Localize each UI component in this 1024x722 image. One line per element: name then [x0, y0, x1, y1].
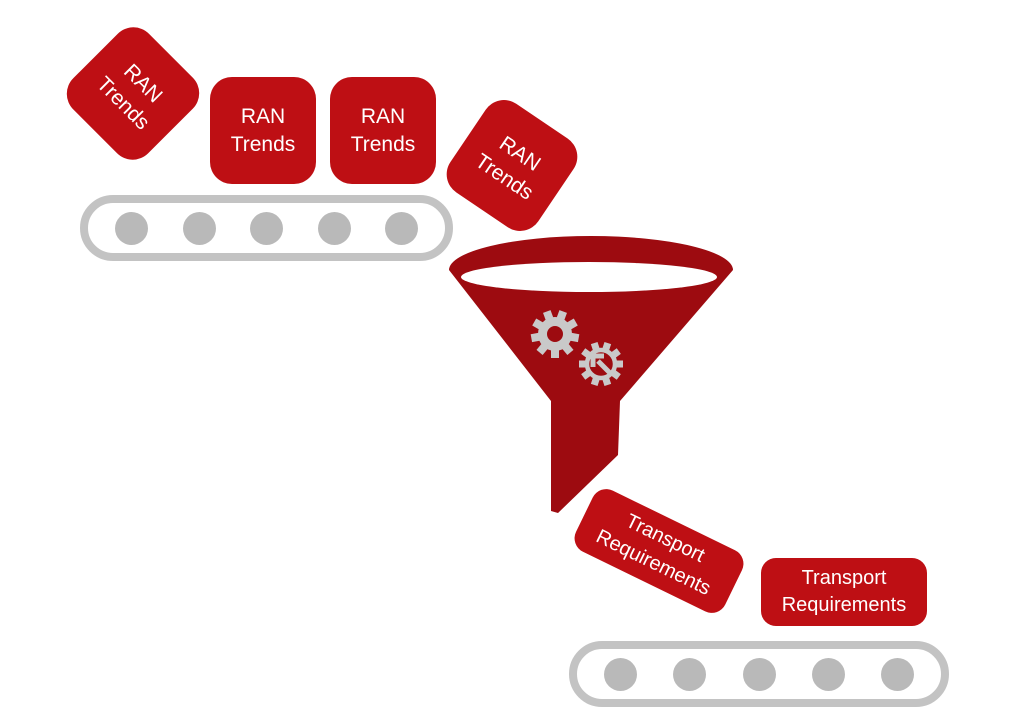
- belt-roller: [673, 657, 707, 691]
- funnel-opening: [461, 262, 717, 292]
- ran-trends-label-3: RAN Trends: [350, 104, 416, 156]
- belt-roller: [385, 211, 418, 245]
- transport-requirements-label-2: Transport Requirements: [781, 567, 907, 616]
- ran-trends-label-1: RAN Trends: [92, 59, 168, 135]
- gear-icon: [530, 310, 580, 358]
- ran-trends-card-1: RAN Trends: [57, 18, 209, 169]
- input-conveyor-belt: [80, 195, 453, 261]
- transport-requirements-card-2: Transport Requirements: [761, 558, 927, 626]
- belt-roller: [115, 211, 148, 245]
- ran-trends-card-2: RAN Trends: [210, 77, 316, 184]
- output-conveyor-belt: [569, 641, 949, 707]
- ran-trends-label-2: RAN Trends: [230, 104, 296, 156]
- belt-roller: [182, 211, 216, 245]
- belt-roller: [811, 657, 845, 691]
- arrow-up-left-icon: [590, 353, 612, 375]
- funnel: [449, 236, 733, 513]
- belt-roller: [250, 211, 283, 245]
- ran-trends-card-3: RAN Trends: [330, 77, 436, 184]
- belt-roller: [604, 657, 637, 691]
- belt-roller: [881, 657, 914, 691]
- ran-trends-label-4: RAN Trends: [471, 131, 545, 205]
- belt-roller: [317, 211, 351, 245]
- belt-roller: [742, 657, 776, 691]
- ran-trends-card-4: RAN Trends: [438, 91, 586, 240]
- gear-arrow-icon: [579, 341, 623, 387]
